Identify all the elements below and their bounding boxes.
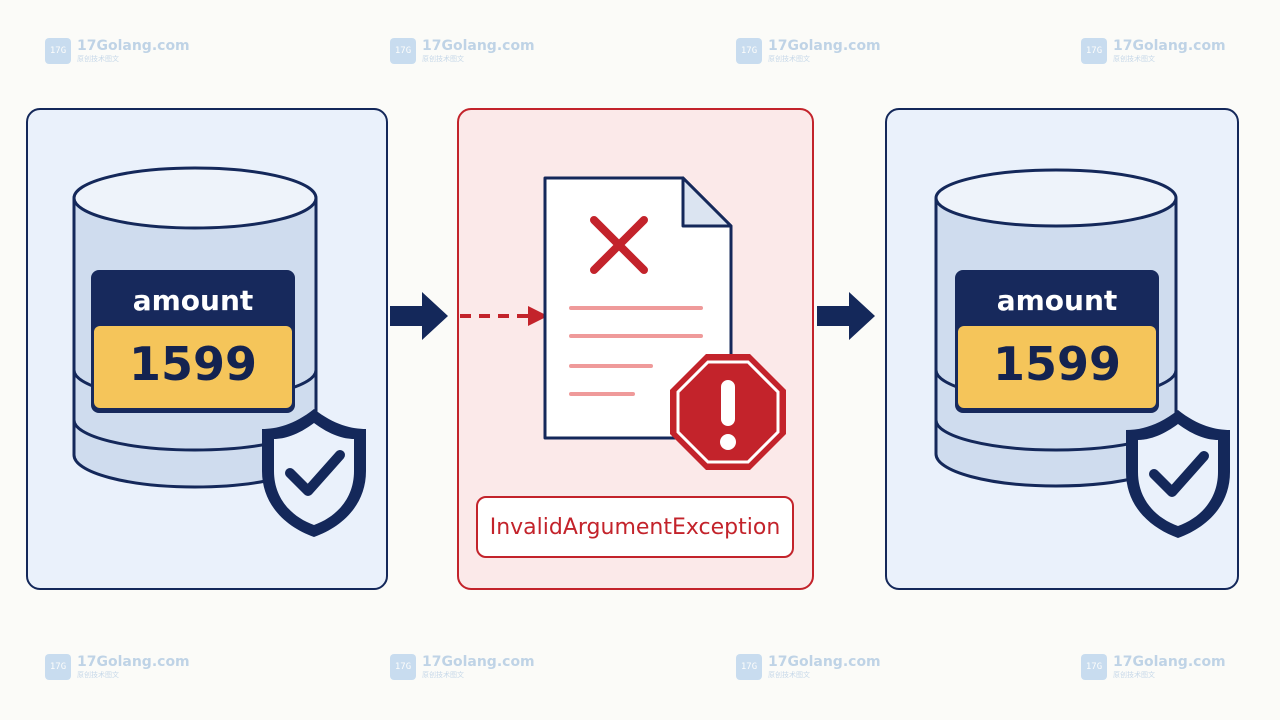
- value-box: [958, 326, 1156, 408]
- watermark-logo-icon: 17G: [45, 654, 71, 680]
- watermark-logo-icon: 17G: [390, 38, 416, 64]
- watermark-name: 17Golang.com: [768, 38, 881, 54]
- x-mark-icon: [590, 216, 648, 274]
- shield-check-icon: [1126, 410, 1230, 538]
- watermark-name: 17Golang.com: [77, 654, 190, 670]
- watermark-subtitle: 原创技术图文: [77, 55, 119, 63]
- watermark-logo-icon: 17G: [736, 38, 762, 64]
- watermark-subtitle: 原创技术图文: [422, 55, 464, 63]
- watermark-logo-icon: 17G: [1081, 654, 1107, 680]
- watermark-logo-icon: 17G: [736, 654, 762, 680]
- exception-label: InvalidArgumentException: [476, 496, 794, 558]
- field-value: 1599: [992, 337, 1122, 391]
- arrow-right-icon: [817, 292, 875, 340]
- watermark-logo-icon: 17G: [45, 38, 71, 64]
- watermark-name: 17Golang.com: [768, 654, 881, 670]
- watermark-logo-icon: 17G: [390, 654, 416, 680]
- watermark-subtitle: 原创技术图文: [1113, 55, 1155, 63]
- watermark-subtitle: 原创技术图文: [768, 55, 810, 63]
- watermark-name: 17Golang.com: [422, 38, 535, 54]
- watermark-name: 17Golang.com: [77, 38, 190, 54]
- watermark-name: 17Golang.com: [1113, 38, 1226, 54]
- watermark-subtitle: 原创技术图文: [1113, 671, 1155, 679]
- document-icon: [543, 176, 733, 440]
- shield-check-icon: [262, 409, 366, 537]
- arrow-right-icon: [390, 292, 448, 340]
- watermark-subtitle: 原创技术图文: [77, 671, 119, 679]
- watermark-name: 17Golang.com: [422, 654, 535, 670]
- value-box: [94, 326, 292, 408]
- warning-octagon-icon: [670, 354, 786, 470]
- watermark-logo-icon: 17G: [1081, 38, 1107, 64]
- watermark-name: 17Golang.com: [1113, 654, 1226, 670]
- field-value: 1599: [128, 337, 258, 391]
- field-label: amount: [996, 284, 1118, 317]
- dashed-arrow-icon: [460, 306, 548, 326]
- watermark-subtitle: 原创技术图文: [422, 671, 464, 679]
- watermark-subtitle: 原创技术图文: [768, 671, 810, 679]
- field-label: amount: [132, 284, 254, 317]
